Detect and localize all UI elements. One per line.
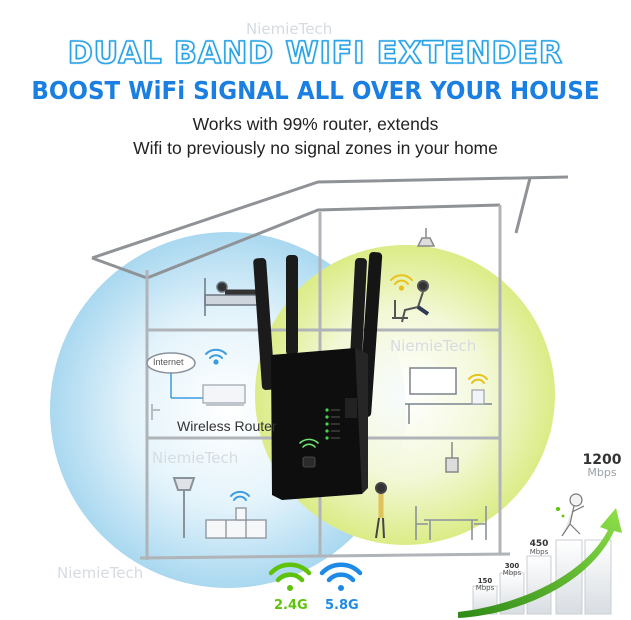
description-line-1: Works with 99% router, extends [192, 114, 439, 134]
wifi-icon-middle-right [468, 373, 488, 384]
device-wifi-logo-icon [299, 438, 319, 448]
band-label-2-4g: 2.4G [274, 598, 308, 613]
small-green-dots [556, 507, 565, 518]
standing-person-icon [375, 482, 387, 539]
dining-set-icon [415, 506, 487, 540]
growth-arrow [458, 508, 622, 618]
subheadline: BOOST WiFi SIGNAL ALL OVER YOUR HOUSE [31, 76, 600, 105]
seated-person-icon [392, 280, 430, 323]
router-icon [202, 384, 246, 406]
floor-lamp-icon [172, 477, 196, 538]
band-label-5-8g: 5.8G [325, 598, 359, 613]
internet-label: Internet [153, 357, 184, 367]
sideboard-icon [205, 507, 267, 539]
watermark-left: NiemieTech [152, 449, 239, 467]
wifi-icon-bottom-left [230, 490, 250, 501]
router-label: Wireless Router [177, 418, 277, 434]
wifi-icon-top-right [390, 274, 413, 291]
wifi-icon-2-4g [268, 562, 312, 591]
headline: DUAL BAND WIFI EXTENDER [67, 35, 564, 72]
wifi-extender-device [253, 252, 383, 500]
pendant-lamp-icon [445, 442, 459, 473]
climbing-person-icon [561, 493, 585, 537]
wifi-icon-5-8g [319, 562, 363, 591]
watermark-top: NiemieTech [246, 20, 333, 38]
wifi-icon-router [205, 348, 227, 365]
watermark-bottom: NiemieTech [57, 564, 144, 582]
desk-icon [151, 404, 160, 420]
description-line-2: Wifi to previously no signal zones in yo… [133, 138, 498, 158]
mini-extender-icon [471, 389, 485, 405]
bed-person-icon [204, 278, 264, 316]
roof [91, 175, 569, 280]
ceiling-lamp-icon [416, 228, 436, 247]
watermark-middle: NiemieTech [390, 337, 477, 355]
